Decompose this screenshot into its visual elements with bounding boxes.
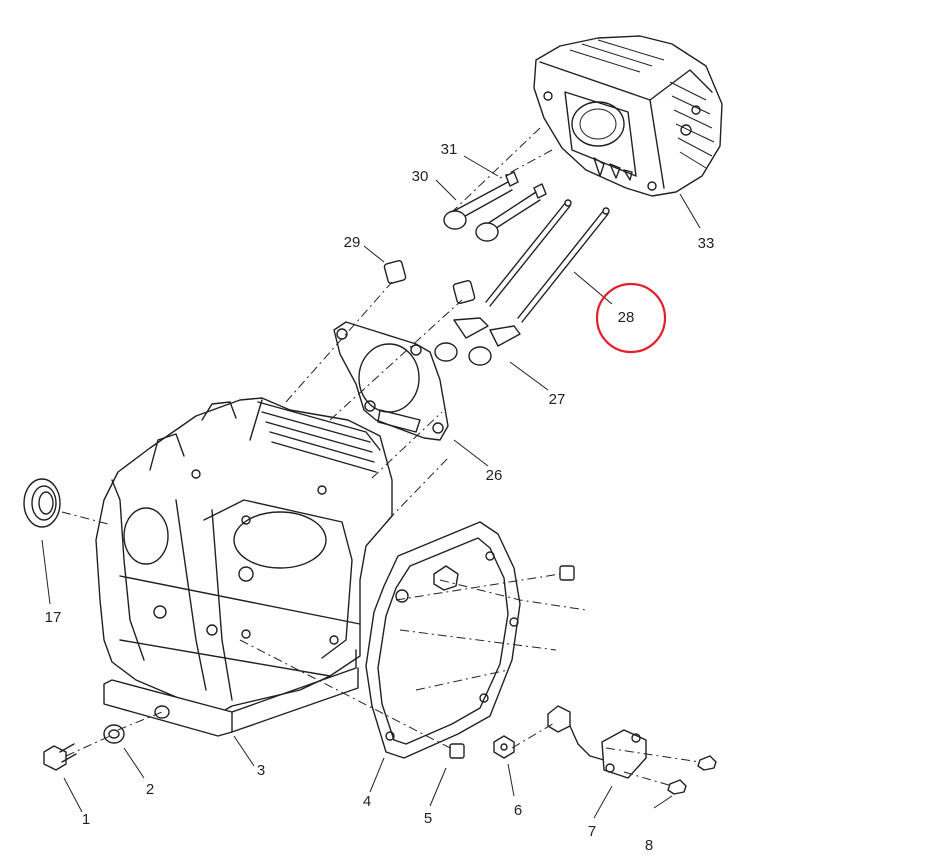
crankcase-block xyxy=(95,397,393,737)
callout-4: 4 xyxy=(363,793,371,810)
highlight-circle xyxy=(595,282,667,354)
dowel-pin-right xyxy=(559,565,575,581)
callout-28: 28 xyxy=(618,309,635,326)
head-gasket xyxy=(333,321,449,441)
leader-lines xyxy=(41,155,701,819)
callout-26: 26 xyxy=(486,467,503,484)
callout-6: 6 xyxy=(514,802,522,819)
sensor-bolts xyxy=(667,755,717,795)
callout-8: 8 xyxy=(645,837,653,854)
sealing-washer xyxy=(103,724,125,744)
oil-sensor xyxy=(547,705,647,779)
callout-17: 17 xyxy=(45,609,62,626)
oil-seal xyxy=(23,478,61,528)
callout-31: 31 xyxy=(441,141,458,158)
cylinder-head xyxy=(533,35,723,197)
callout-27: 27 xyxy=(549,391,566,408)
callout-3: 3 xyxy=(257,762,265,779)
flange-bolt xyxy=(43,743,77,771)
exhaust-valve xyxy=(475,183,547,242)
tappets xyxy=(434,317,521,366)
callout-29: 29 xyxy=(344,234,361,251)
assembly-lines xyxy=(61,127,701,787)
nut xyxy=(493,735,515,759)
callout-2: 2 xyxy=(146,781,154,798)
callout-7: 7 xyxy=(588,823,596,840)
callout-33: 33 xyxy=(698,235,715,252)
intake-valve xyxy=(443,171,519,230)
callout-labels: 1 2 3 4 5 6 7 8 17 26 27 28 29 30 31 33 xyxy=(45,141,715,854)
dowel-pins xyxy=(383,259,476,305)
callout-5: 5 xyxy=(424,810,432,827)
push-rods xyxy=(485,199,610,323)
gasket-fitting xyxy=(433,565,459,591)
callout-1: 1 xyxy=(82,811,90,828)
dowel-pin-lower xyxy=(449,743,465,759)
side-cover-gasket xyxy=(365,521,521,759)
callout-30: 30 xyxy=(412,168,429,185)
